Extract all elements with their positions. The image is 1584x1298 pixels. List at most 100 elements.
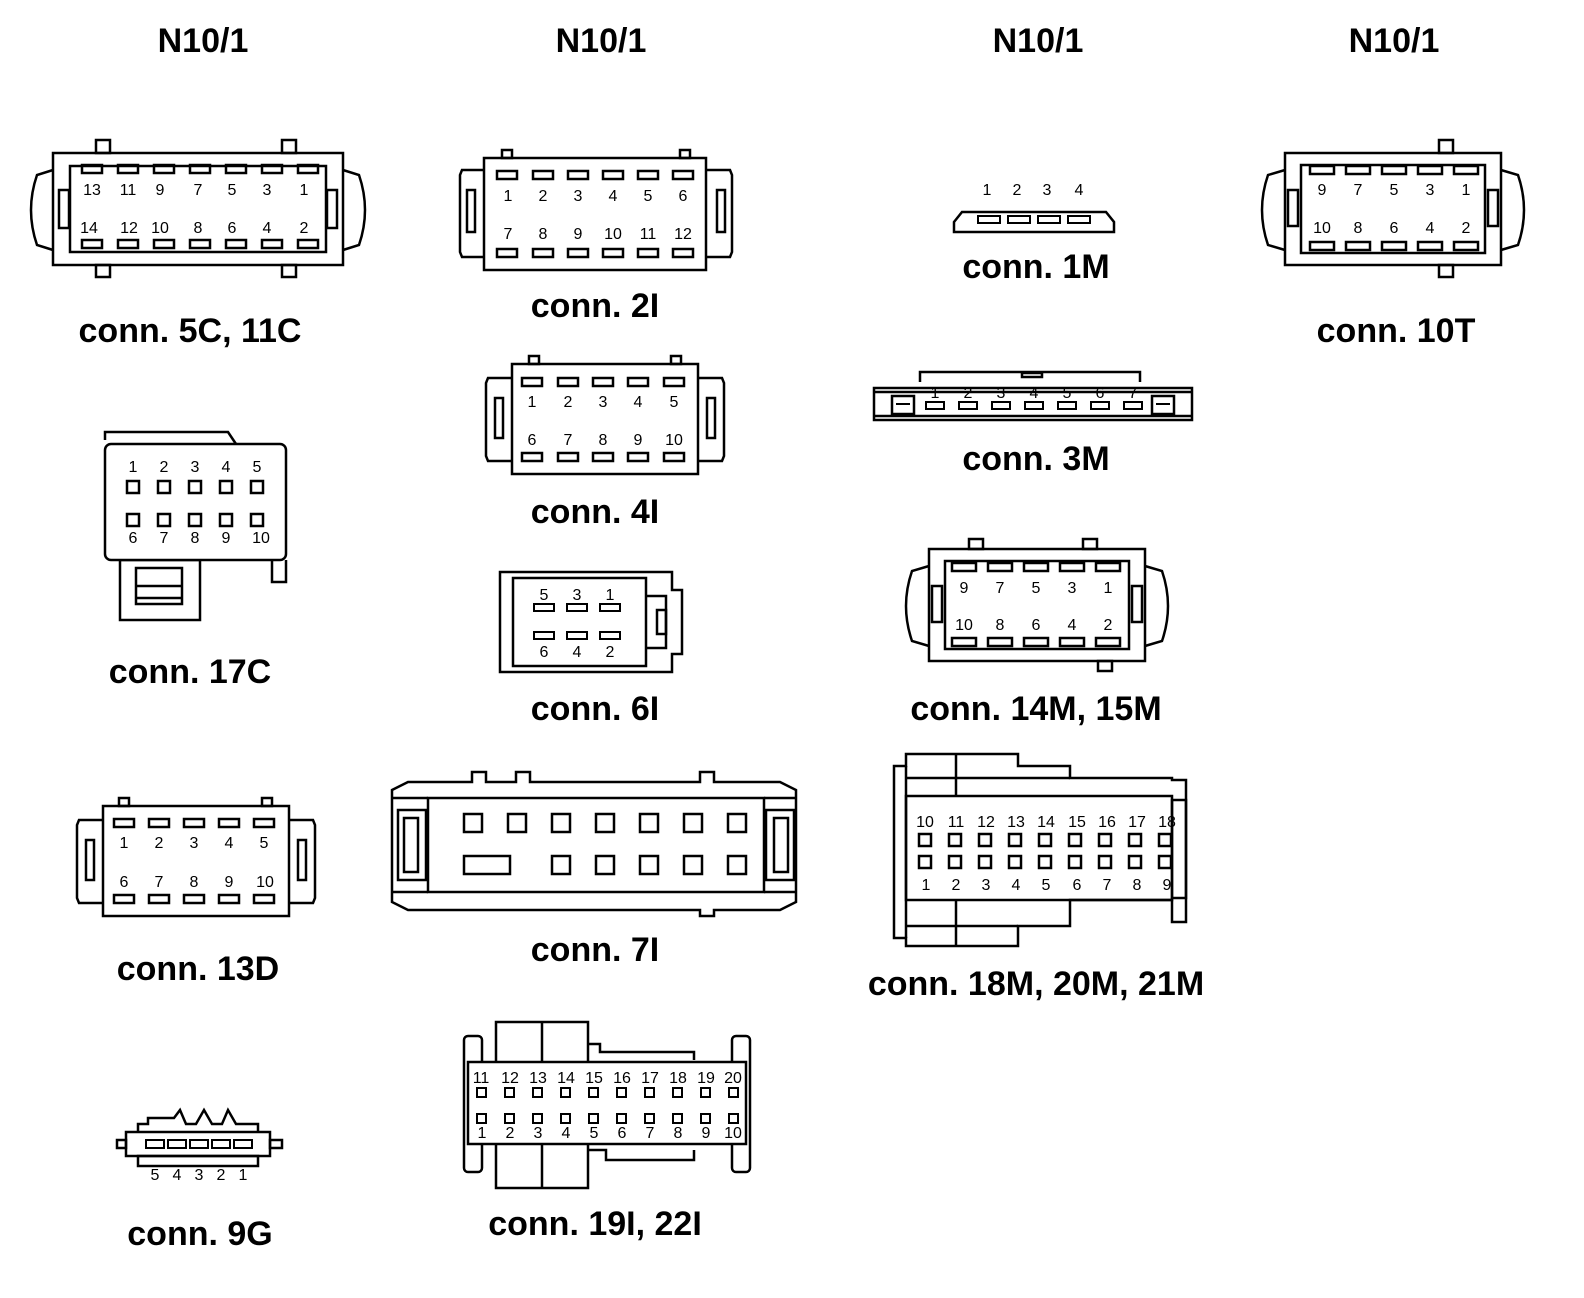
pin-label: 2 (300, 220, 309, 237)
pin-label: 12 (674, 226, 692, 243)
pin-label: 2 (1462, 220, 1471, 237)
pin-label: 8 (599, 432, 608, 449)
pin-label: 7 (1103, 877, 1112, 894)
connector-10t: 9 7 5 3 1 10 8 6 4 2 (1260, 138, 1526, 279)
pin-label: 1 (239, 1167, 248, 1184)
pin-label: 6 (618, 1125, 627, 1142)
pin-label: 10 (151, 220, 169, 237)
pin-label: 5 (1390, 182, 1399, 199)
pin-label: 7 (1354, 182, 1363, 199)
pin-label: 4 (263, 220, 272, 237)
pin-label: 3 (982, 877, 991, 894)
pin-label: 5 (644, 188, 653, 205)
caption-19i-22i: conn. 19I, 22I (488, 1205, 702, 1243)
connector-19i-22i: 11 12 13 14 15 16 17 18 19 20 1 2 3 4 5 … (462, 1020, 752, 1190)
pin-label: 9 (222, 530, 231, 547)
pin-label: 9 (702, 1125, 711, 1142)
caption-17c: conn. 17C (108, 653, 272, 691)
pin-label: 3 (1043, 182, 1052, 199)
pin-label: 5 (253, 459, 262, 476)
caption-9g: conn. 9G (127, 1215, 273, 1253)
pin-label: 5 (228, 182, 237, 199)
pin-label: 6 (528, 432, 537, 449)
pin-label: 3 (574, 188, 583, 205)
caption-3m: conn. 3M (962, 440, 1110, 478)
pin-label: 5 (590, 1125, 599, 1142)
pin-label: 3 (190, 835, 199, 852)
pin-label: 9 (225, 874, 234, 891)
pin-label: 5 (260, 835, 269, 852)
pin-label: 1 (1104, 580, 1113, 597)
connector-1m: 1 2 3 4 (952, 182, 1116, 234)
pin-label: 4 (1426, 220, 1435, 237)
pin-label: 8 (1354, 220, 1363, 237)
pin-label: 4 (609, 188, 618, 205)
pin-label: 9 (960, 580, 969, 597)
pin-label: 4 (634, 394, 643, 411)
pin-label: 9 (634, 432, 643, 449)
pin-label: 10 (604, 226, 622, 243)
pin-label: 3 (534, 1125, 543, 1142)
pin-label: 4 (562, 1125, 571, 1142)
pin-label: 20 (724, 1070, 742, 1087)
pin-label: 2 (539, 188, 548, 205)
pin-label: 2 (160, 459, 169, 476)
pin-label: 6 (1032, 617, 1041, 634)
connector-4i: 1 2 3 4 5 6 7 8 9 10 (484, 354, 726, 476)
pin-label: 2 (564, 394, 573, 411)
pin-label: 10 (665, 432, 683, 449)
pin-label: 9 (1318, 182, 1327, 199)
pin-label: 12 (120, 220, 138, 237)
pin-label: 17 (641, 1070, 659, 1087)
pin-label: 1 (606, 587, 615, 604)
pin-slots (80, 163, 320, 250)
caption-7i: conn. 7I (530, 931, 660, 969)
pin-label: 6 (120, 874, 129, 891)
pin-label: 5 (670, 394, 679, 411)
pin-label: 7 (646, 1125, 655, 1142)
caption-5c-11c: conn. 5C, 11C (78, 312, 302, 350)
pin-label: 4 (225, 835, 234, 852)
pin-label: 16 (613, 1070, 631, 1087)
pin-label: 4 (1068, 617, 1077, 634)
pin-label: 8 (190, 874, 199, 891)
pin-label: 6 (1073, 877, 1082, 894)
pin-label: 1 (478, 1125, 487, 1142)
caption-13d: conn. 13D (116, 950, 280, 988)
caption-2i: conn. 2I (530, 287, 660, 325)
pin-label: 12 (977, 814, 995, 831)
pin-label: 5 (1063, 385, 1072, 402)
pin-label: 13 (1007, 814, 1025, 831)
pin-label: 8 (194, 220, 203, 237)
pin-label: 3 (573, 587, 582, 604)
pin-label: 3 (263, 182, 272, 199)
connector-13d: 1 2 3 4 5 6 7 8 9 10 (75, 796, 317, 918)
pin-slots (917, 832, 1173, 870)
pin-label: 5 (1042, 877, 1051, 894)
pin-label: 1 (931, 385, 940, 402)
pin-label: 2 (1013, 182, 1022, 199)
pin-slots (476, 1087, 739, 1124)
caption-6i: conn. 6I (530, 690, 660, 728)
pin-label: 4 (1012, 877, 1021, 894)
pin-label: 14 (80, 220, 98, 237)
pin-label: 9 (574, 226, 583, 243)
caption-18m-20m-21m: conn. 18M, 20M, 21M (867, 965, 1205, 1003)
pin-label: 11 (120, 182, 137, 199)
pin-label: 10 (256, 874, 274, 891)
pin-label: 19 (697, 1070, 715, 1087)
pin-label: 3 (997, 385, 1006, 402)
pin-label: 16 (1098, 814, 1116, 831)
pin-label: 10 (724, 1125, 742, 1142)
pin-label: 1 (922, 877, 931, 894)
connector-18m-20m-21m: 10 11 12 13 14 15 16 17 18 1 2 3 4 5 6 7… (892, 752, 1188, 948)
pin-label: 1 (528, 394, 537, 411)
connector-14m-15m: 9 7 5 3 1 10 8 6 4 2 (904, 537, 1170, 673)
pin-label: 9 (1163, 877, 1172, 894)
pin-label: 8 (1133, 877, 1142, 894)
pin-label: 3 (191, 459, 200, 476)
pin-label: 4 (222, 459, 231, 476)
pin-label: 2 (155, 835, 164, 852)
pin-label: 5 (151, 1167, 160, 1184)
